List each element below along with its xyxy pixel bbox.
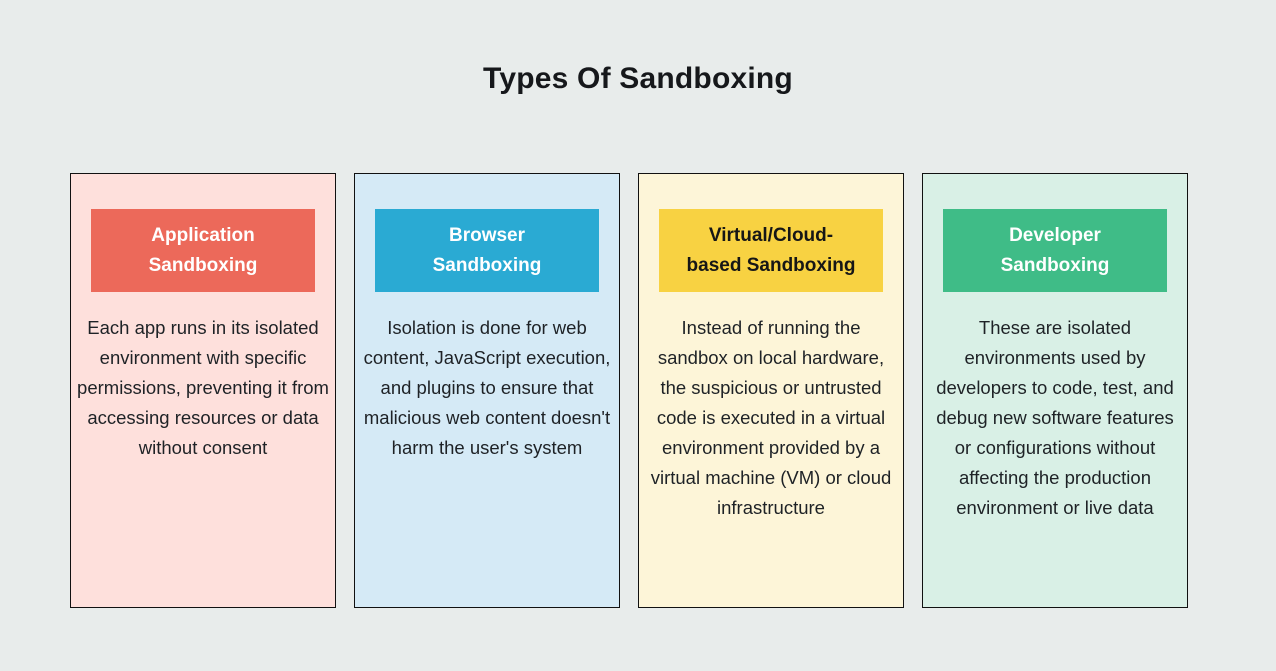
card-title-line: based Sandboxing [686,254,856,276]
card-description: Each app runs in its isolated environmen… [77,317,329,458]
card-header-browser-sandboxing: Browser Sandboxing [375,209,599,292]
card-description: Instead of running the sandbox on local … [650,317,892,518]
card-title-line: Sandboxing [148,254,258,276]
card-title-line: Sandboxing [432,254,542,276]
card-description: These are isolated environments used by … [936,317,1174,518]
card-description: Isolation is done for web content, JavaS… [363,317,611,458]
card-developer-sandboxing: Developer Sandboxing These are isolated … [922,173,1188,608]
card-application-sandboxing: Application Sandboxing Each app runs in … [70,173,336,608]
card-title-line: Sandboxing [1000,254,1110,276]
page-title: Types Of Sandboxing [483,62,793,95]
card-browser-sandboxing: Browser Sandboxing Isolation is done for… [354,173,620,608]
card-virtual-cloud-based-sandboxing: Virtual/Cloud- based Sandboxing Instead … [638,173,904,608]
card-title-line: Virtual/Cloud- [708,224,834,246]
card-header-virtual-cloud-based-sandboxing: Virtual/Cloud- based Sandboxing [659,209,883,292]
cards-row: Application Sandboxing Each app runs in … [70,173,1188,608]
card-title-line: Developer [1009,224,1101,246]
card-title-line: Application [151,224,255,246]
card-title-line: Browser [448,224,526,246]
card-header-developer-sandboxing: Developer Sandboxing [943,209,1167,292]
card-header-application-sandboxing: Application Sandboxing [91,209,315,292]
